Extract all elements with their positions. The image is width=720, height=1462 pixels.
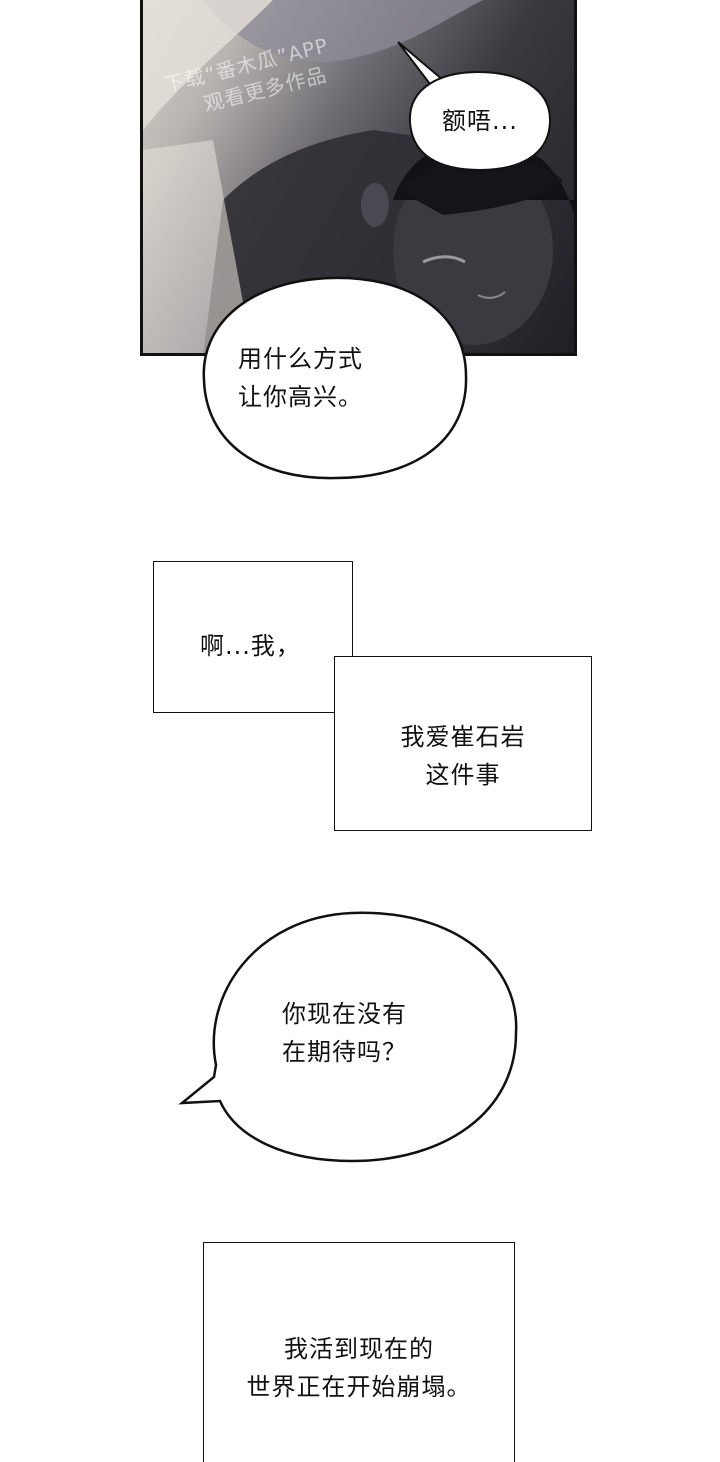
caption-6-line-2: 世界正在开始崩塌。	[246, 1373, 472, 1401]
comic-panel-illustration: 下载“番木瓜”APP 观看更多作品	[140, 0, 577, 356]
caption-4-line-2: 这件事	[425, 761, 501, 789]
bubble-2-text: 用什么方式 让你高兴。	[238, 340, 438, 416]
bubble-5-text: 你现在没有 在期待吗？	[282, 995, 462, 1071]
speech-bubble-1	[408, 70, 552, 172]
caption-box-6	[203, 1242, 515, 1462]
bubble-5-line-1: 你现在没有	[282, 1000, 407, 1028]
caption-6-text: 我活到现在的 世界正在开始崩塌。	[218, 1330, 500, 1406]
caption-3-text: 啊...我，	[200, 632, 301, 660]
bubble-5-line-2: 在期待吗？	[282, 1038, 407, 1066]
speech-bubble-5	[178, 911, 518, 1163]
caption-box-3	[153, 561, 353, 713]
caption-6-line-1: 我活到现在的	[284, 1335, 434, 1363]
caption-4-line-1: 我爱崔石岩	[400, 723, 526, 751]
caption-box-4-overlap	[336, 657, 354, 713]
bubble-2-line-1: 用什么方式	[238, 345, 363, 373]
panel-artwork	[143, 0, 574, 353]
speech-bubble-2	[202, 276, 468, 480]
bubble-2-line-2: 让你高兴。	[238, 383, 363, 411]
bubble-1-text: 额唔...	[442, 107, 518, 135]
caption-box-4	[334, 656, 592, 831]
caption-4-text: 我爱崔石岩 这件事	[358, 718, 568, 794]
